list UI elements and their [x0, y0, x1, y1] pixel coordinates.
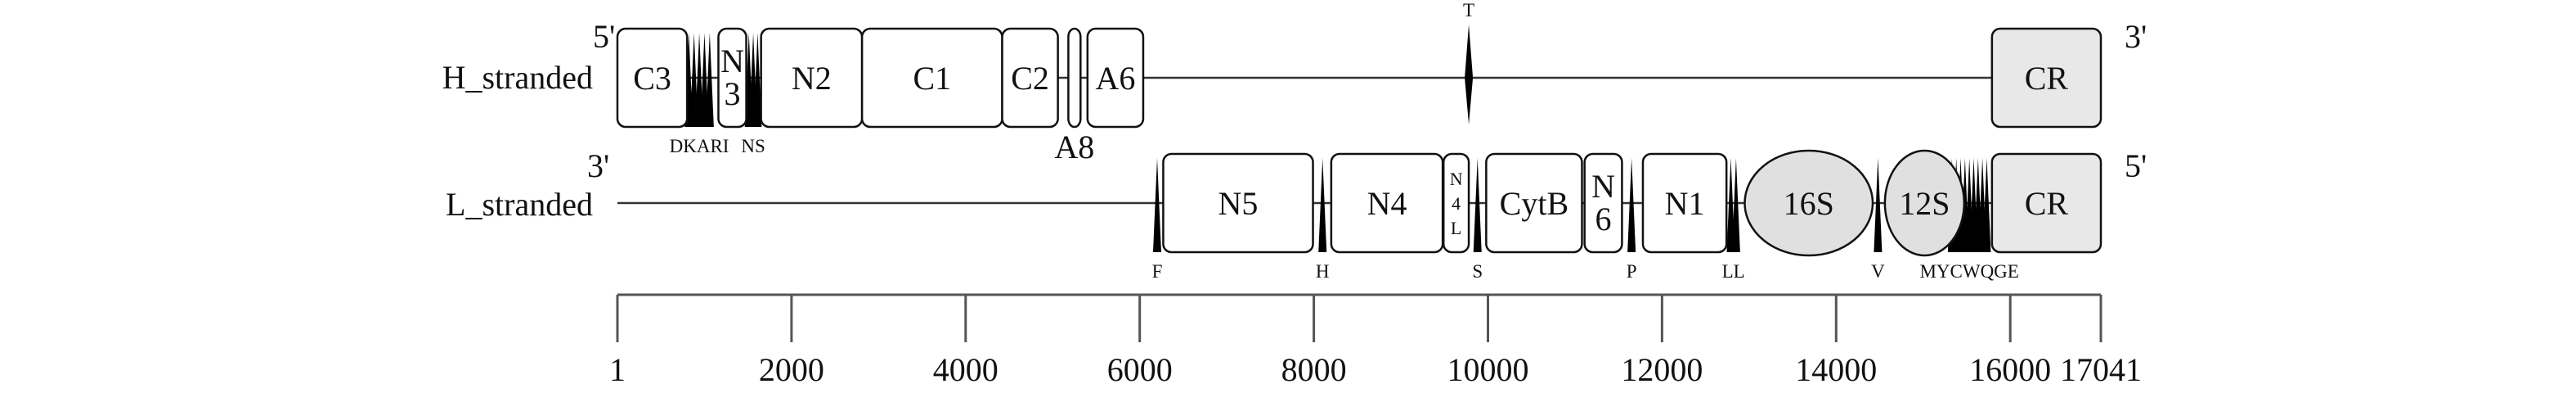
- h-gene-c2-label: C2: [1011, 60, 1049, 97]
- axis-tick-label: 1: [609, 351, 626, 388]
- l-five-prime-label: 5': [2125, 147, 2147, 184]
- h-trna-ns-mark: [753, 33, 762, 127]
- axis-tick-label: 10000: [1447, 351, 1528, 388]
- h-five-prime-label: 5': [593, 18, 615, 55]
- l-gene-n6-box: [1583, 152, 1623, 254]
- h-gene-c1-label: C1: [913, 60, 951, 97]
- h-trna-ns-label: NS: [741, 136, 765, 156]
- l-gene-n5-box: [1162, 152, 1314, 254]
- h-trna-dkari-mark: [705, 33, 714, 127]
- axis-tick-label: 8000: [1281, 351, 1347, 388]
- h-gene-n2-label: N2: [792, 60, 832, 97]
- l-trna-h-mark: [1318, 158, 1327, 252]
- l-trna-mycwqge-mark: [1982, 158, 1991, 252]
- l-trna-p-label: P: [1627, 261, 1637, 282]
- axis-tick-label: 17041: [2060, 351, 2142, 388]
- h-trna-dkari-mark: [700, 33, 709, 127]
- l-gene-cytb-box: [1485, 152, 1583, 254]
- h-trna-layer: DKARI NS T: [670, 0, 1474, 156]
- l-trna-h-label: H: [1316, 261, 1330, 282]
- h-trna-t-mark: [1465, 25, 1474, 124]
- h-gene-a8-box: [1067, 27, 1082, 129]
- l-trna-mycwqge-label: MYCWQGE: [1919, 261, 2018, 282]
- h-three-prime-label: 3': [2125, 18, 2147, 55]
- axis-tick-label: 4000: [933, 351, 999, 388]
- l-gene-12s-label: 12S: [1899, 185, 1950, 222]
- l-trna-v-label: V: [1871, 261, 1885, 282]
- h-gene-n3-label-line: 3: [725, 75, 741, 112]
- h-gene-cr-label: CR: [2025, 60, 2069, 97]
- l-gene-n4l-box: [1442, 152, 1470, 254]
- h-trna-dkari-label: DKARI: [670, 136, 729, 156]
- axis-tick-label: 16000: [1969, 351, 2051, 388]
- l-gene-16s-label: 16S: [1784, 185, 1834, 222]
- l-gene-n1-box: [1641, 152, 1728, 254]
- h-gene-c2-box: [1001, 27, 1059, 129]
- l-trna-f-label: F: [1152, 261, 1163, 282]
- l-trna-p-mark: [1627, 158, 1636, 252]
- l-gene-cytb-label: CytB: [1500, 185, 1568, 222]
- l-trna-v-mark: [1874, 158, 1883, 252]
- l-gene-cr-label: CR: [2025, 185, 2069, 222]
- l-gene-n6-label-line: N: [1591, 168, 1615, 205]
- h-trna-dkari-mark: [689, 33, 698, 127]
- h-gene-n3-box: [717, 27, 747, 129]
- axis-tick-label: 6000: [1107, 351, 1173, 388]
- l-gene-n1-label: N1: [1665, 185, 1705, 222]
- axis-tick-label: 12000: [1621, 351, 1703, 388]
- l-gene-n4l-label-line: 4: [1452, 193, 1461, 214]
- h-strand-label: H_stranded: [442, 59, 593, 96]
- h-gene-c3-box: [616, 27, 689, 129]
- l-three-prime-label: 3': [587, 147, 609, 184]
- h-gene-c3-label: C3: [633, 60, 671, 97]
- l-trna-ll-mark: [1731, 158, 1740, 252]
- l-gene-16s-shape: [1744, 149, 1874, 257]
- l-gene-n5-label: N5: [1218, 185, 1259, 222]
- h-gene-cr-box: [1990, 27, 2103, 129]
- l-gene-n4l-label-line: N: [1450, 169, 1463, 189]
- l-gene-12s-shape: [1883, 149, 1966, 257]
- axis-tick-label: 14000: [1795, 351, 1877, 388]
- l-strand-label: L_stranded: [446, 186, 593, 223]
- h-trna-t-label: T: [1463, 0, 1474, 20]
- l-trna-ll-label: LL: [1722, 261, 1745, 282]
- l-gene-n4l-label-line: L: [1451, 218, 1461, 238]
- l-trna-s-label: S: [1472, 261, 1483, 282]
- h-gene-n3-label-line: N: [720, 43, 744, 79]
- l-gene-cr-box: [1990, 152, 2103, 254]
- h-trna-dkari-mark: [695, 33, 704, 127]
- h-gene-a6-label: A6: [1095, 60, 1135, 97]
- l-gene-n6-label-line: 6: [1595, 201, 1612, 237]
- h-gene-a8-label: A8: [1054, 129, 1094, 165]
- l-trna-s-mark: [1473, 158, 1482, 252]
- h-gene-a6-box: [1086, 27, 1145, 129]
- axis-tick-label: 2000: [759, 351, 824, 388]
- l-trna-ll-mark: [1726, 158, 1735, 252]
- l-gene-n4-label: N4: [1367, 185, 1407, 222]
- l-trna-f-mark: [1152, 158, 1161, 252]
